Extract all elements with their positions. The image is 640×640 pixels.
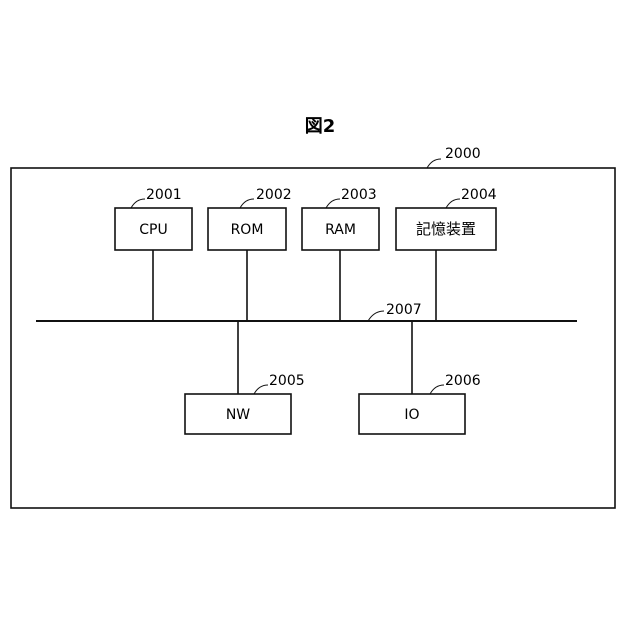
nw-ref-label: 2005: [269, 373, 305, 389]
system-ref-label: 2000: [445, 146, 481, 162]
ram-ref-leader: [326, 199, 340, 208]
cpu-ref-leader: [131, 199, 145, 208]
nw-ref-leader: [254, 385, 268, 394]
system-ref-leader: [427, 159, 441, 168]
io-ref-label: 2006: [445, 373, 481, 389]
io-ref-leader: [430, 385, 444, 394]
nw-label: NW: [226, 407, 250, 423]
storage-label: 記憶装置: [416, 220, 476, 238]
figure-title: 図2: [305, 116, 336, 137]
bus-ref-label: 2007: [386, 302, 422, 318]
cpu-ref-label: 2001: [146, 187, 182, 203]
storage-ref-label: 2004: [461, 187, 497, 203]
rom-ref-leader: [240, 199, 254, 208]
storage-ref-leader: [446, 199, 460, 208]
ram-ref-label: 2003: [341, 187, 377, 203]
rom-ref-label: 2002: [256, 187, 292, 203]
io-label: IO: [404, 407, 419, 423]
cpu-label: CPU: [139, 222, 167, 238]
ram-label: RAM: [325, 222, 356, 238]
rom-label: ROM: [231, 222, 264, 238]
bus-ref-leader: [368, 311, 384, 321]
